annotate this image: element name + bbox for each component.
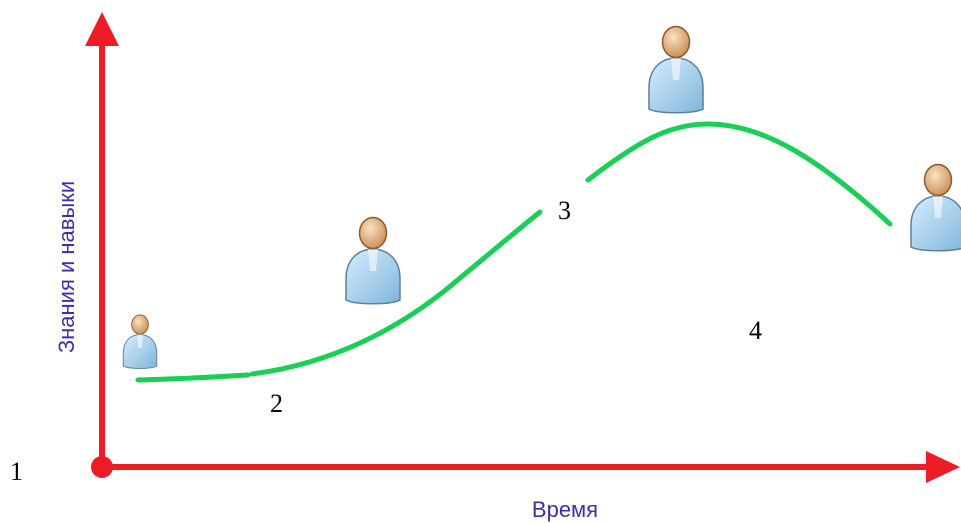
person-icon	[648, 25, 704, 114]
person-icon	[122, 314, 158, 369]
stage-label-3: 3	[558, 196, 571, 225]
stage-label-2: 2	[270, 389, 283, 418]
person-icon	[345, 216, 401, 305]
learning-curve-segment-2	[249, 209, 543, 377]
y-axis-title: Знания и навыки	[54, 181, 79, 353]
y-axis-arrowhead	[85, 12, 119, 46]
x-axis-title: Время	[532, 497, 598, 522]
learning-curve-segment-3	[585, 121, 893, 227]
person-icon	[910, 163, 961, 252]
x-axis-arrowhead	[926, 451, 960, 483]
stage-label-1: 1	[10, 457, 23, 486]
stage-label-4: 4	[749, 316, 762, 345]
origin-dot	[91, 456, 113, 478]
learning-curve-segment-1	[135, 372, 251, 383]
